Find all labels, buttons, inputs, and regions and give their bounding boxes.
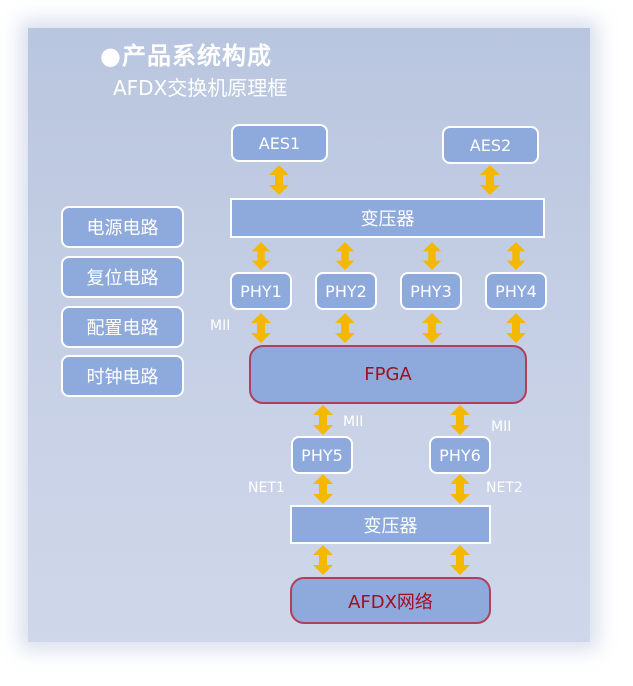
arrow-transformer-phy4 — [506, 242, 526, 270]
arrow-phy1-fpga — [251, 313, 271, 343]
power-circuit-box: 电源电路 — [61, 206, 184, 248]
transformer-bottom-box: 变压器 — [290, 505, 491, 544]
arrow-aes1-transformer — [269, 165, 289, 195]
phy2-node: PHY2 — [315, 272, 377, 310]
mii-label-phy6: MII — [491, 419, 512, 435]
transformer-top-box: 变压器 — [230, 198, 545, 238]
arrow-phy6-transformer — [450, 474, 470, 504]
arrow-transformer-afdx-right — [450, 545, 470, 575]
phy3-node: PHY3 — [400, 272, 462, 310]
aes2-node: AES2 — [442, 126, 539, 164]
reset-circuit-box: 复位电路 — [61, 256, 184, 298]
mii-label-left: MII — [210, 318, 231, 334]
phy6-node: PHY6 — [429, 436, 491, 474]
arrow-phy3-fpga — [422, 313, 442, 343]
arrow-aes2-transformer — [480, 165, 500, 195]
arrow-fpga-phy6 — [450, 405, 470, 435]
arrow-phy5-transformer — [313, 474, 333, 504]
fpga-node: FPGA — [249, 345, 527, 404]
phy1-node: PHY1 — [230, 272, 292, 310]
phy5-node: PHY5 — [291, 436, 353, 474]
config-circuit-box: 配置电路 — [61, 306, 184, 348]
arrow-transformer-phy1 — [251, 242, 271, 270]
slide-title: ●产品系统构成 — [100, 42, 272, 70]
aes1-node: AES1 — [231, 124, 328, 162]
slide-subtitle: AFDX交换机原理框 — [113, 76, 288, 100]
clock-circuit-box: 时钟电路 — [61, 355, 184, 397]
phy4-node: PHY4 — [485, 272, 547, 310]
arrow-transformer-afdx — [313, 545, 333, 575]
net2-label: NET2 — [486, 480, 523, 496]
arrow-fpga-phy5 — [313, 405, 333, 435]
mii-label-phy5: MII — [343, 414, 364, 430]
arrow-transformer-phy2 — [335, 242, 355, 270]
net1-label: NET1 — [248, 480, 285, 496]
arrow-phy2-fpga — [335, 313, 355, 343]
arrow-phy4-fpga — [506, 313, 526, 343]
afdx-network-node: AFDX网络 — [290, 577, 491, 624]
arrow-transformer-phy3 — [422, 242, 442, 270]
